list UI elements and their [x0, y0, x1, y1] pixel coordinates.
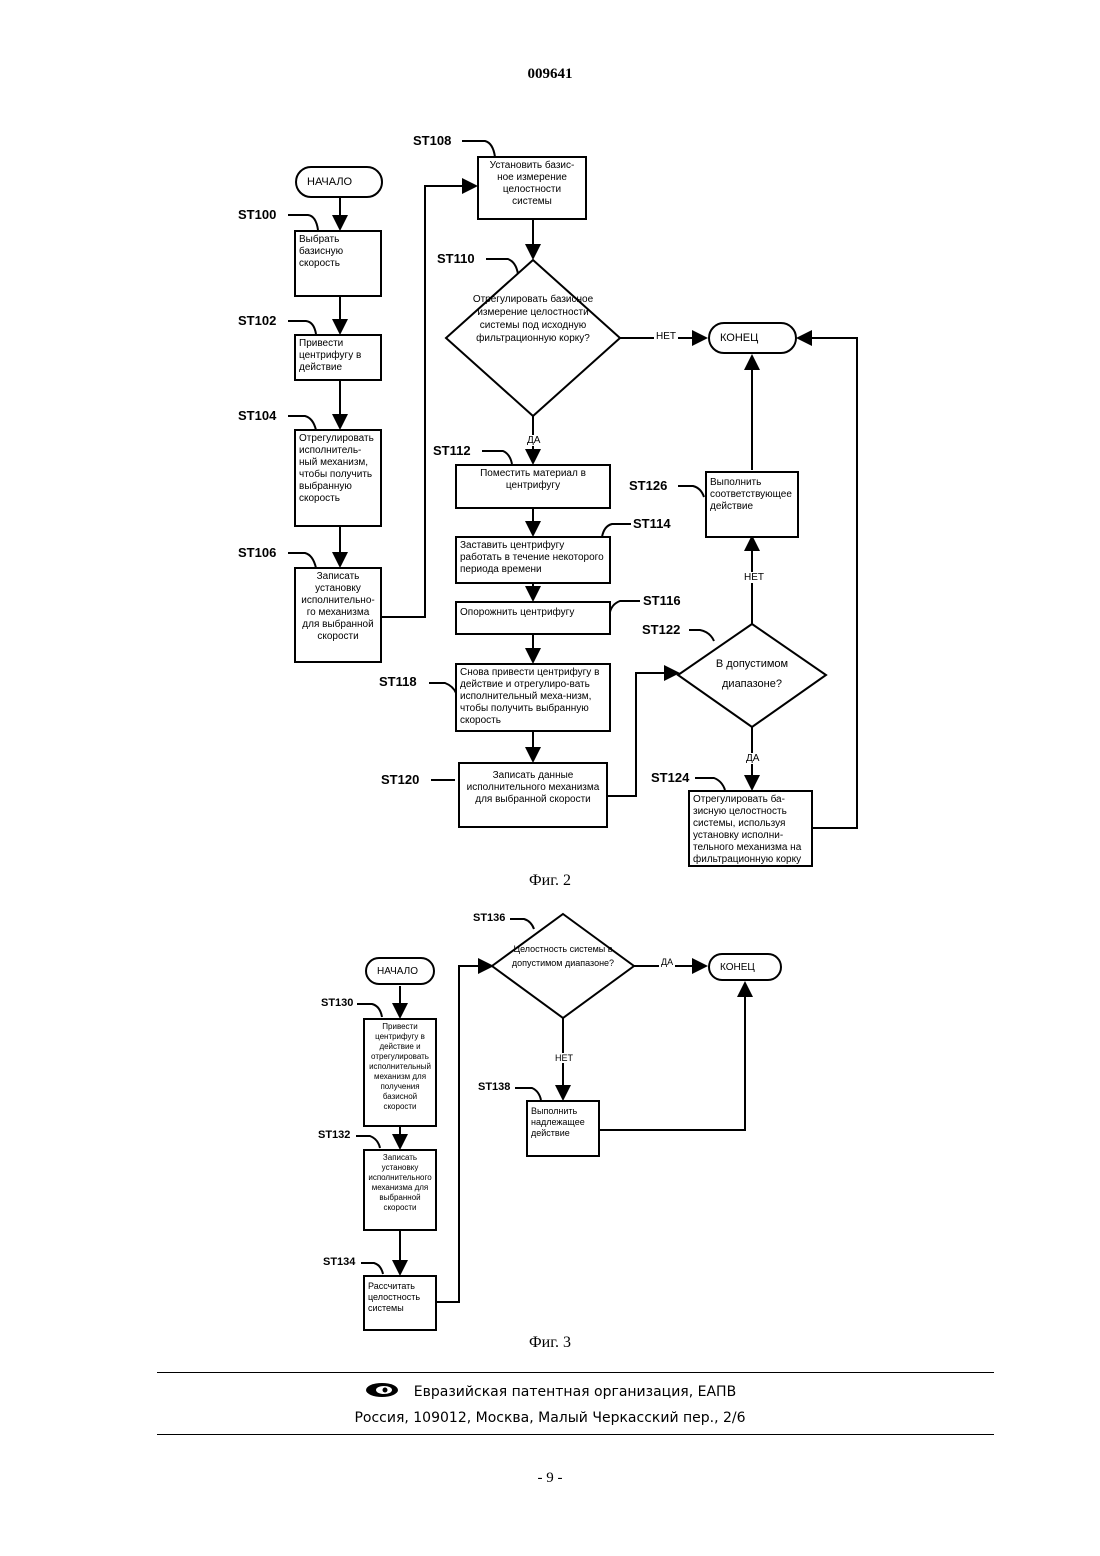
footer-address: Россия, 109012, Москва, Малый Черкасский…	[0, 1410, 1100, 1426]
process-st138: Выполнить надлежащее действие	[526, 1100, 600, 1157]
step-id-st138: ST138	[478, 1081, 510, 1093]
decision-st136-text: Целостность системы в допустимом диапазо…	[505, 942, 621, 970]
step-id-st116: ST116	[643, 593, 681, 608]
step-id-st126: ST126	[629, 478, 667, 493]
process-st126: Выполнить соответствующее действие	[705, 471, 799, 538]
start-terminal: НАЧАЛО	[295, 166, 383, 198]
step-id-st136: ST136	[473, 912, 505, 924]
process-st114: Заставить центрифугу работать в течение …	[455, 536, 611, 584]
fig3-start-terminal: НАЧАЛО	[365, 957, 435, 985]
st122-yes-label: ДА	[744, 753, 761, 764]
process-st134: Рассчитать целостность системы	[363, 1275, 437, 1331]
process-st100: Выбрать базисную скорость	[294, 230, 382, 297]
eapo-logo-icon	[364, 1381, 400, 1403]
process-st116: Опорожнить центрифугу	[455, 601, 611, 635]
process-st104: Отрегулировать исполнитель-ный механизм,…	[294, 429, 382, 527]
decision-st110-text: Отрегулировать базисное измерение целост…	[460, 293, 606, 345]
st110-yes-label: ДА	[525, 435, 542, 446]
process-st106: Записать установку исполнительно-го меха…	[294, 567, 382, 663]
st136-no-label: НЕТ	[553, 1053, 575, 1063]
fig3-end-terminal: КОНЕЦ	[708, 953, 782, 981]
step-id-st112: ST112	[433, 443, 471, 458]
step-id-st114: ST114	[633, 516, 671, 531]
step-id-st124: ST124	[651, 770, 689, 785]
step-id-st100: ST100	[238, 207, 276, 222]
process-st124: Отрегулировать ба-зисную целостность сис…	[688, 790, 813, 867]
step-id-st120: ST120	[381, 772, 419, 787]
process-st118: Снова привести центрифугу в действие и о…	[455, 663, 611, 732]
process-st102: Привести центрифугу в действие	[294, 334, 382, 381]
footer-top-rule	[157, 1372, 994, 1373]
process-st108: Установить базис-ное измерение целостнос…	[477, 156, 587, 220]
step-id-st130: ST130	[321, 997, 353, 1009]
footer-org-text: Евразийская патентная организация, ЕАПВ	[414, 1384, 736, 1400]
page-number: - 9 -	[0, 1470, 1100, 1487]
step-id-st132: ST132	[318, 1129, 350, 1141]
step-id-st104: ST104	[238, 408, 276, 423]
figure-2-caption: Фиг. 2	[0, 872, 1100, 890]
st122-no-label: НЕТ	[742, 572, 766, 583]
step-id-st102: ST102	[238, 313, 276, 328]
process-st112: Поместить материал в центрифугу	[455, 464, 611, 509]
st110-no-label: НЕТ	[654, 331, 678, 342]
process-st130: Привести центрифугу в действие и отрегул…	[363, 1018, 437, 1127]
decision-st122-text: В допустимом диапазоне?	[698, 654, 806, 694]
step-id-st122: ST122	[642, 622, 680, 637]
process-st132: Записать установку исполнительного механ…	[363, 1149, 437, 1231]
step-id-st110: ST110	[437, 251, 475, 266]
footer-org-line: Евразийская патентная организация, ЕАПВ	[0, 1381, 1100, 1403]
footer-bottom-rule	[157, 1434, 994, 1435]
step-id-st108: ST108	[413, 133, 451, 148]
process-st120: Записать данные исполнительного механизм…	[458, 762, 608, 828]
st136-yes-label: ДА	[659, 957, 675, 967]
figure-3-caption: Фиг. 3	[0, 1334, 1100, 1352]
step-id-st134: ST134	[323, 1256, 355, 1268]
step-id-st118: ST118	[379, 674, 417, 689]
end-terminal: КОНЕЦ	[708, 322, 797, 354]
step-id-st106: ST106	[238, 545, 276, 560]
